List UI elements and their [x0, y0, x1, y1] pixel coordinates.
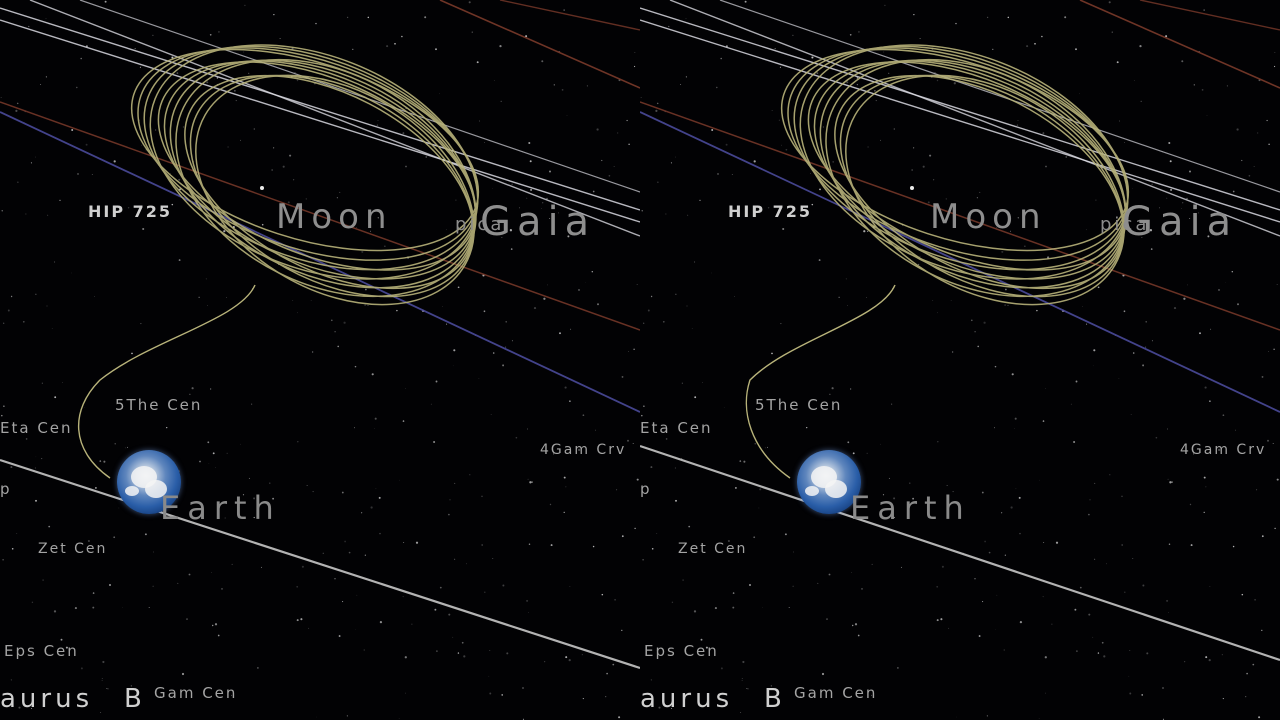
label-eps-cen[interactable]: Eps Cen [4, 642, 79, 660]
label-4gam-crv[interactable]: 4Gam Crv [540, 442, 627, 458]
gaia-lissajous-orbit [130, 44, 480, 306]
label-zet-cen[interactable]: Zet Cen [38, 541, 108, 557]
gaia-transfer-path [745, 284, 896, 479]
orbit-lines [0, 0, 640, 670]
label-earth[interactable]: Earth [850, 489, 971, 527]
scene-right [640, 0, 1280, 720]
label-gam-cen[interactable]: Gam Cen [794, 684, 878, 702]
label-centaurus-b[interactable]: B [764, 684, 786, 714]
label-spica[interactable]: pica [1100, 214, 1150, 235]
label-centaurus-b[interactable]: B [124, 684, 146, 714]
moon-dot [910, 186, 914, 190]
label-spica[interactable]: pica [455, 214, 505, 235]
orbit-lines [640, 0, 1280, 662]
label-centaurus[interactable]: aurus [0, 684, 94, 714]
label-moon[interactable]: Moon [276, 197, 393, 237]
label-up-fragment[interactable]: p [0, 480, 12, 498]
earth-globe[interactable] [797, 450, 861, 514]
label-earth[interactable]: Earth [160, 489, 281, 527]
label-hip[interactable]: HIP 725 [728, 202, 813, 221]
label-gaia[interactable]: Gaia [480, 199, 596, 245]
label-moon[interactable]: Moon [930, 197, 1047, 237]
label-5the-cen[interactable]: 5The Cen [755, 396, 843, 414]
moon-dot [260, 186, 264, 190]
starfield [640, 0, 1279, 720]
ecliptic-line [640, 444, 1280, 662]
label-zet-cen[interactable]: Zet Cen [678, 541, 748, 557]
earth-globe[interactable] [117, 450, 181, 514]
label-5the-cen[interactable]: 5The Cen [115, 396, 203, 414]
ecliptic-line [0, 458, 640, 670]
viewport-left-eye[interactable]: HIP 725 Moon pica Gaia 5The Cen Eta Cen … [0, 0, 640, 720]
label-eta-cen[interactable]: Eta Cen [0, 419, 73, 437]
label-centaurus[interactable]: aurus [640, 684, 734, 714]
label-up-fragment[interactable]: p [640, 480, 652, 498]
label-gam-cen[interactable]: Gam Cen [154, 684, 238, 702]
gaia-transfer-path [78, 284, 256, 479]
label-eps-cen[interactable]: Eps Cen [644, 642, 719, 660]
label-eta-cen[interactable]: Eta Cen [640, 419, 713, 437]
scene-left [0, 0, 640, 720]
label-gaia[interactable]: Gaia [1122, 199, 1238, 245]
label-hip[interactable]: HIP 725 [88, 202, 173, 221]
gaia-lissajous-orbit [780, 44, 1130, 306]
viewport-right-eye[interactable]: HIP 725 Moon pica Gaia 5The Cen Eta Cen … [640, 0, 1280, 720]
label-4gam-crv[interactable]: 4Gam Crv [1180, 442, 1267, 458]
